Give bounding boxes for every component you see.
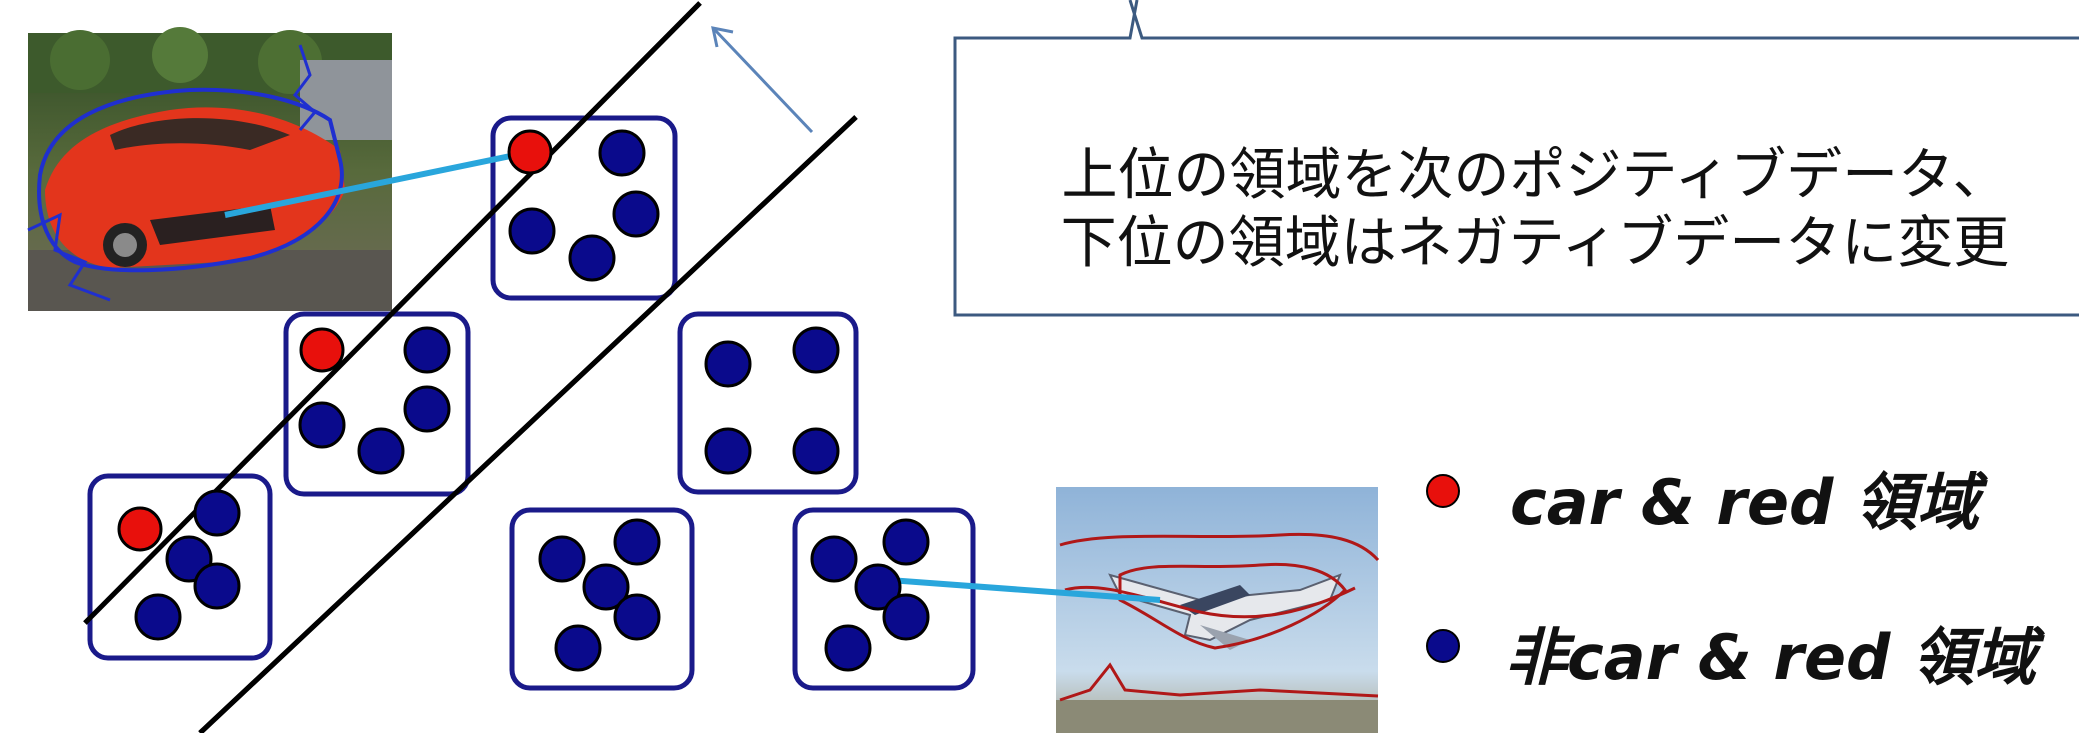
negative-region-dot	[357, 427, 405, 475]
negative-region-dot	[792, 427, 840, 475]
negative-region-dot	[403, 385, 451, 433]
plane-connector-line	[861, 575, 1161, 603]
negative-region-dot	[508, 207, 556, 255]
negative-region-dot	[824, 624, 872, 672]
callout-line-2: 下位の領域はネガティブデータに変更	[1060, 211, 2010, 276]
negative-region-dot	[554, 624, 602, 672]
car-connector-line	[224, 149, 531, 218]
callout-text: 上位の領域を次のポジティブデータ、 下位の領域はネガティブデータに変更	[955, 100, 2079, 320]
plane-photo	[1056, 487, 1380, 733]
lower-boundary-line-overlay	[198, 115, 858, 735]
negative-region-dot	[704, 427, 752, 475]
callout-box	[953, 0, 2079, 318]
negative-region-dot	[882, 593, 930, 641]
negative-region-dot	[582, 563, 630, 611]
negative-region-dot	[403, 326, 451, 374]
upward-arrow	[711, 26, 814, 134]
legend-negative-label: 非car & red 領域	[1505, 621, 2036, 694]
positive-region-dot	[299, 327, 345, 373]
positive-region-dot	[117, 506, 163, 552]
callout-line-1: 上位の領域を次のポジティブデータ、	[1061, 142, 2009, 208]
negative-region-dot	[704, 340, 752, 388]
negative-region-dot	[134, 593, 182, 641]
negative-region-dot	[298, 401, 346, 449]
negative-region-dot	[193, 562, 241, 610]
negative-region-dot	[810, 535, 858, 583]
negative-region-dot	[193, 489, 241, 537]
positive-region-dot	[507, 129, 553, 175]
negative-region-dot	[612, 190, 660, 238]
car-photo	[27, 27, 392, 311]
legend-positive-label: car & red 領域	[1510, 466, 1979, 539]
negative-region-dot	[613, 518, 661, 566]
negative-region-dot	[792, 326, 840, 374]
negative-region-dot	[854, 563, 902, 611]
negative-region-dot	[568, 234, 616, 282]
negative-region-dot	[538, 535, 586, 583]
legend-negative-dot	[1426, 629, 1460, 663]
negative-region-dot	[882, 518, 930, 566]
negative-region-dot	[598, 129, 646, 177]
upper-boundary-line-overlay	[83, 1, 702, 625]
legend-positive-dot	[1426, 474, 1460, 508]
negative-region-dot	[613, 593, 661, 641]
